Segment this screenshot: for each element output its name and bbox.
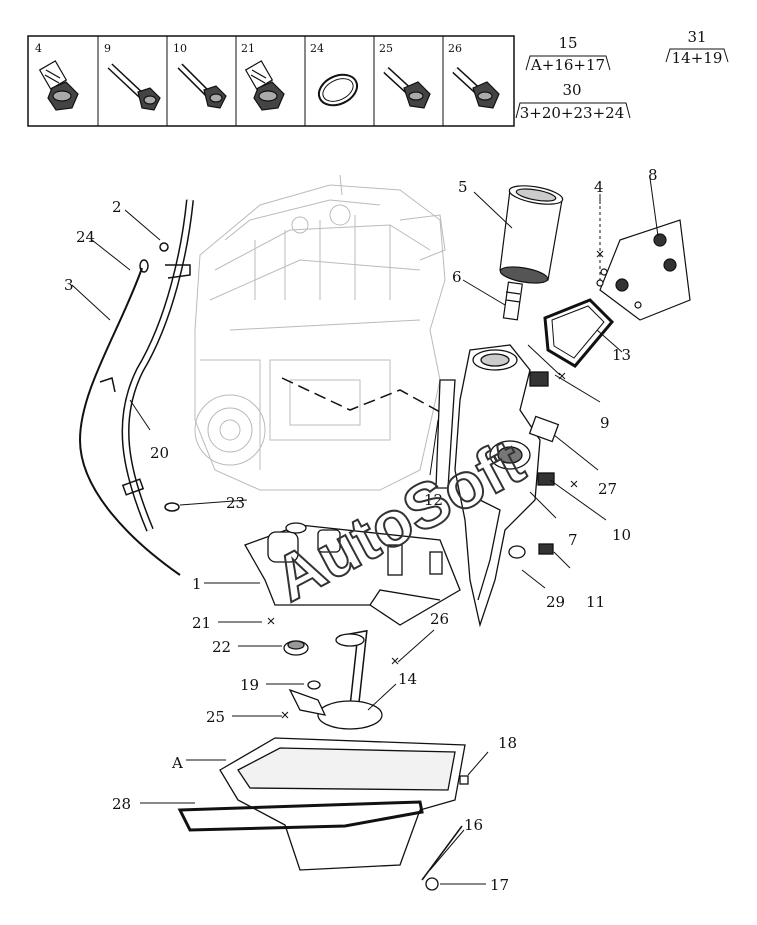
long-bolt-icon (177, 63, 227, 109)
callout-label: 14 (398, 670, 417, 688)
group-id: 15 (558, 34, 577, 52)
leader-lines (71, 177, 659, 885)
callout-label: 9 (600, 414, 610, 432)
callout-label: 23 (226, 494, 245, 512)
callout-label: 26 (430, 610, 449, 628)
callout-label: A (171, 754, 183, 772)
long-bolt-icon (107, 63, 161, 111)
table-cell-label: 26 (448, 42, 462, 55)
oil-pickup-illustration (283, 629, 383, 730)
dipstick-assembly (78, 199, 194, 576)
oil-cooler-illustration (543, 206, 691, 368)
oil-baffle-illustration (244, 522, 461, 626)
callout-label: 1 (192, 575, 202, 593)
callout-label: 7 (568, 531, 578, 549)
engine-block-illustration (194, 174, 446, 491)
o-ring-icon (317, 73, 359, 107)
callout-label: 2 (112, 198, 122, 216)
callout-label: 10 (612, 526, 631, 544)
callout-label: 3 (64, 276, 74, 294)
torque-markers (267, 250, 604, 719)
alignment-line (281, 377, 441, 413)
oil-pump-housing-illustration (435, 344, 560, 628)
callout-label: 11 (586, 593, 605, 611)
callout-label: 5 (458, 178, 468, 196)
callout-label: 29 (546, 593, 565, 611)
group-expression: 3+20+23+24 (520, 104, 625, 122)
short-bolt-icon (452, 67, 500, 109)
short-bolt-icon (383, 67, 431, 109)
table-cell-label: 4 (35, 42, 42, 55)
table-cell-label: 24 (310, 42, 324, 55)
oil-filter-illustration (499, 185, 564, 321)
callout-label: 4 (594, 178, 604, 196)
table-cell-label: 21 (241, 42, 255, 55)
table-cell-label: 9 (104, 42, 111, 55)
callout-label: 24 (76, 228, 95, 246)
callout-label: 8 (648, 166, 658, 184)
group-id: 30 (562, 81, 581, 99)
group-id: 31 (687, 28, 706, 46)
callout-label: 22 (212, 638, 231, 656)
table-cell-label: 25 (379, 42, 393, 55)
callout-label: 6 (452, 268, 462, 286)
callout-label: 12 (424, 491, 443, 509)
flange-bolt-icon (244, 60, 285, 111)
callout-label: 27 (598, 480, 617, 498)
callout-label: 13 (612, 346, 631, 364)
callout-label: 28 (112, 795, 131, 813)
oil-pan-illustration (177, 737, 469, 891)
group-legend: 15 A+16+17 31 14+19 30 3+20+23+24 (515, 28, 729, 122)
callout-label: 21 (192, 614, 211, 632)
callout-label: 16 (464, 816, 483, 834)
group-expression: 14+19 (672, 49, 723, 67)
callout-label: 18 (498, 734, 517, 752)
flange-bolt-icon (38, 60, 79, 111)
callout-label: 17 (490, 876, 509, 894)
callout-label: 25 (206, 708, 225, 726)
callout-label: 20 (150, 444, 169, 462)
table-cell-label: 10 (173, 42, 187, 55)
callout-label: 19 (240, 676, 259, 694)
fastener-table: 4 9 10 21 24 25 26 (27, 35, 515, 127)
callout-labels: 2 24 3 5 4 8 6 13 9 27 10 7 29 11 12 20 … (64, 166, 658, 894)
group-expression: A+16+17 (530, 56, 605, 74)
